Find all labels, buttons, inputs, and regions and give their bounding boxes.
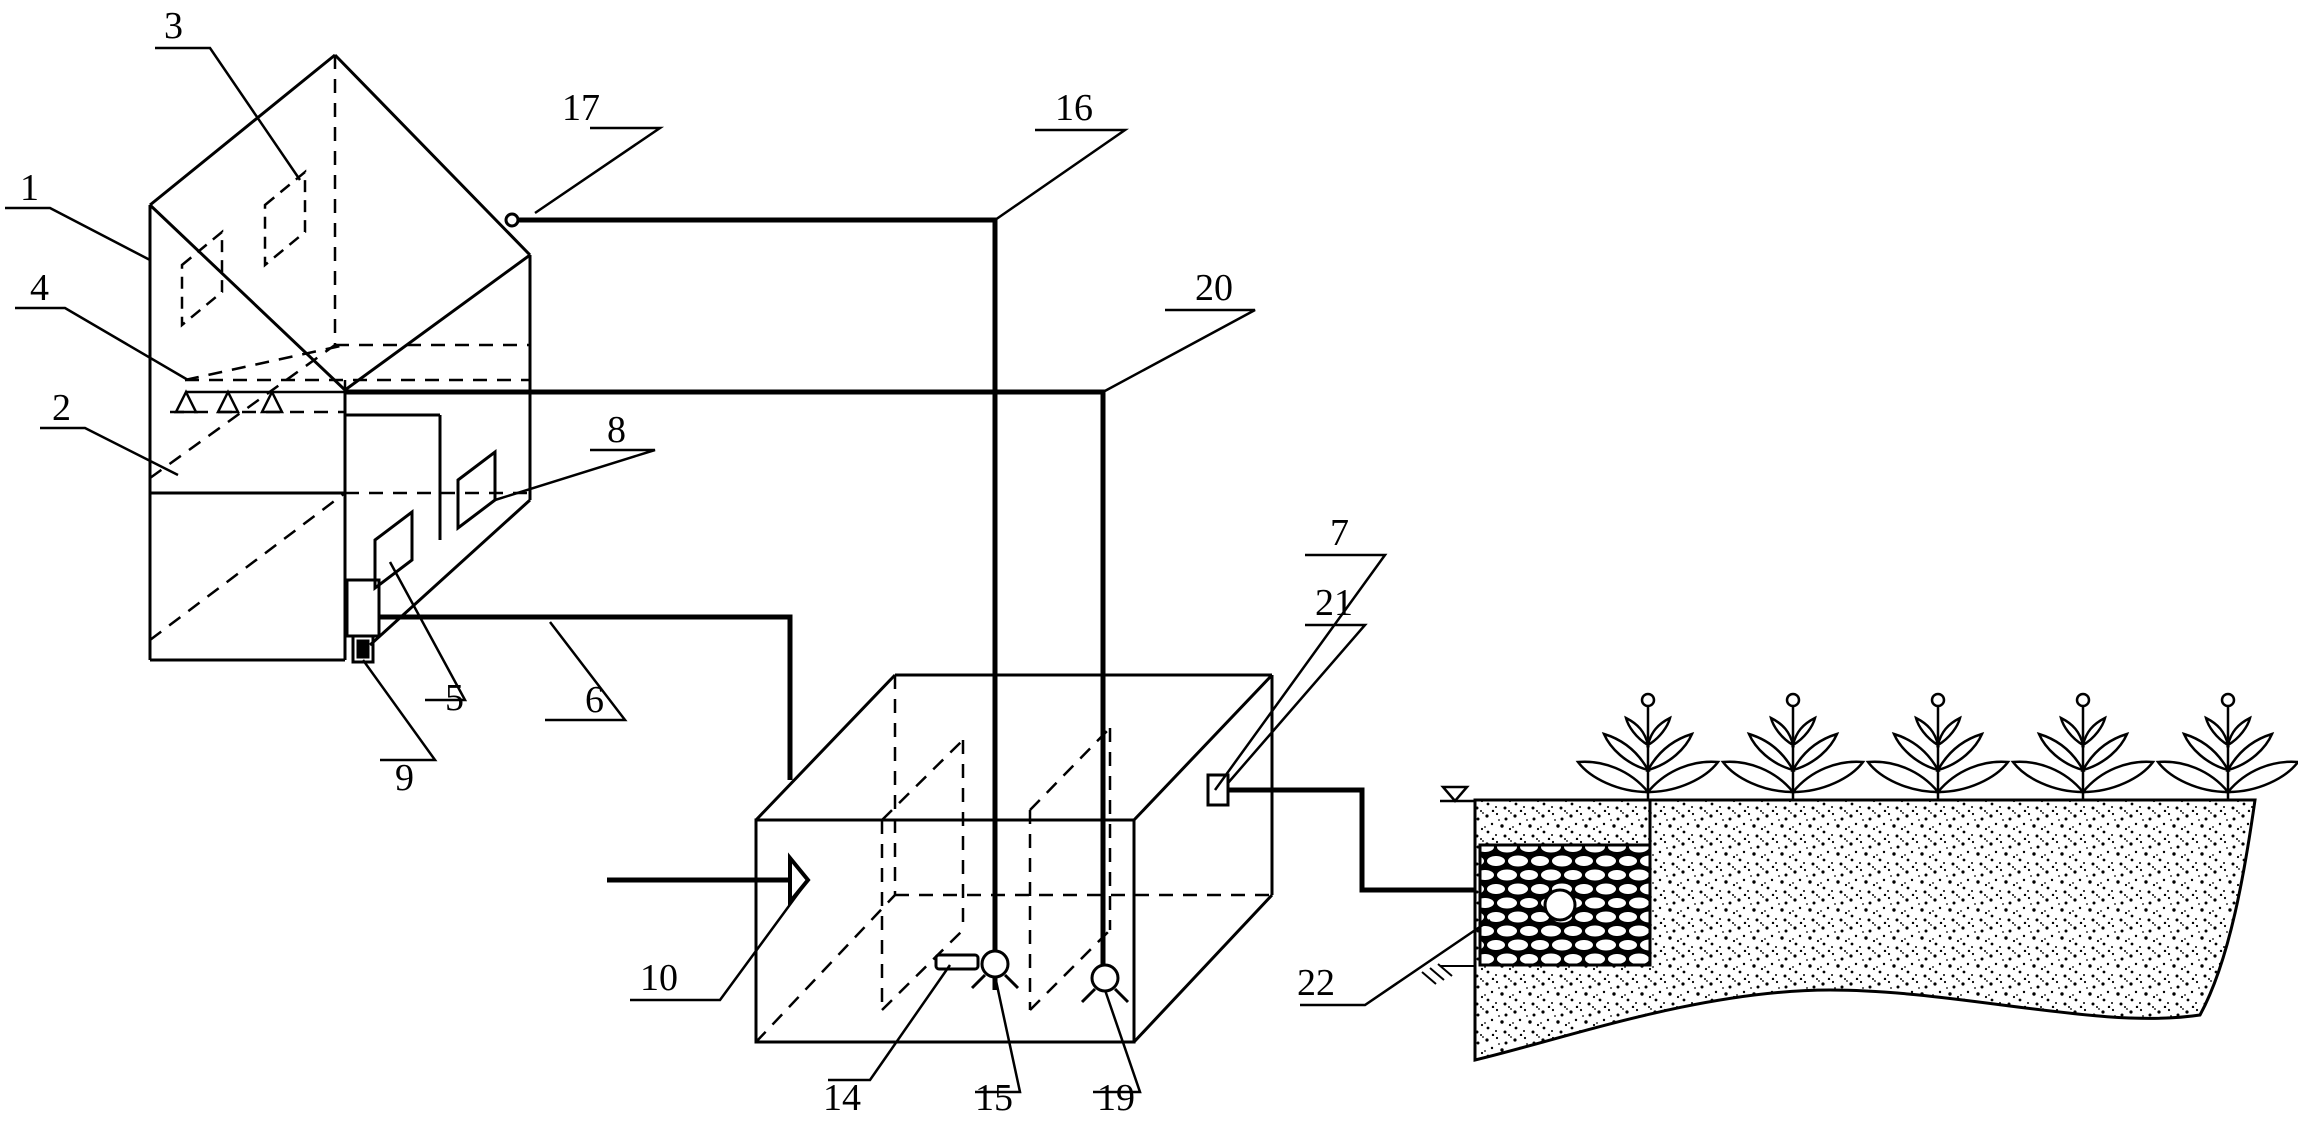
sprinkler-nozzle-icon <box>259 389 285 414</box>
side-window-8 <box>456 448 497 532</box>
greenhouse <box>148 53 532 662</box>
label-15: 15 <box>975 1077 1013 1119</box>
pump-icon <box>980 949 1010 979</box>
pipe-joint-17 <box>504 212 520 228</box>
float-sensor-14 <box>934 953 980 971</box>
label-5: 5 <box>445 677 464 719</box>
pump-19 <box>1080 963 1130 1004</box>
label-1: 1 <box>20 167 39 209</box>
outlet-valve-21 <box>1206 773 1230 807</box>
label-19: 19 <box>1097 1077 1135 1119</box>
plant-row <box>1575 692 2298 800</box>
inflow-arrow-icon <box>788 852 811 908</box>
control-box-9 <box>345 578 381 664</box>
leader-lines <box>5 46 1491 1094</box>
label-8: 8 <box>607 409 626 451</box>
drain-pipe-22 <box>1543 888 1577 922</box>
label-10: 10 <box>640 957 678 999</box>
plant-icon <box>1865 692 2011 800</box>
pipe-6 <box>379 614 793 780</box>
sprinkler-row <box>173 389 345 414</box>
label-22: 22 <box>1297 962 1335 1004</box>
pipe-16 <box>512 217 998 990</box>
greenhouse-hidden-edges <box>149 55 530 641</box>
ground-hatch-icon <box>1421 963 1475 985</box>
label-2: 2 <box>52 387 71 429</box>
label-14: 14 <box>823 1077 861 1119</box>
storage-tank <box>754 673 1274 1044</box>
label-20: 20 <box>1195 267 1233 309</box>
pump-icon <box>1090 963 1120 993</box>
tank-hidden-edges <box>755 675 1272 1043</box>
label-4: 4 <box>30 267 49 309</box>
label-9: 9 <box>395 757 414 799</box>
soil-bed <box>1473 798 2257 1062</box>
plant-icon <box>1720 692 1866 800</box>
sprinkler-nozzle-icon <box>173 389 199 414</box>
sprinkler-nozzle-icon <box>215 389 241 414</box>
label-16: 16 <box>1055 87 1093 129</box>
label-17: 17 <box>562 87 600 129</box>
side-window-5 <box>373 508 414 592</box>
labels: 1 2 3 4 5 6 7 8 9 10 14 15 16 17 19 20 2… <box>20 5 1353 1119</box>
pipes <box>345 217 1480 990</box>
label-7: 7 <box>1330 512 1349 554</box>
label-6: 6 <box>585 679 604 721</box>
label-21: 21 <box>1315 582 1353 624</box>
roof-window-right <box>263 169 307 268</box>
plant-icon <box>1575 692 1721 800</box>
water-level-triangle-icon <box>1440 785 1475 803</box>
label-3: 3 <box>164 5 183 47</box>
roof-window-left <box>180 229 224 328</box>
plant-icon <box>2155 692 2298 800</box>
pipe-21 <box>1228 787 1480 893</box>
plant-icon <box>2010 692 2156 800</box>
